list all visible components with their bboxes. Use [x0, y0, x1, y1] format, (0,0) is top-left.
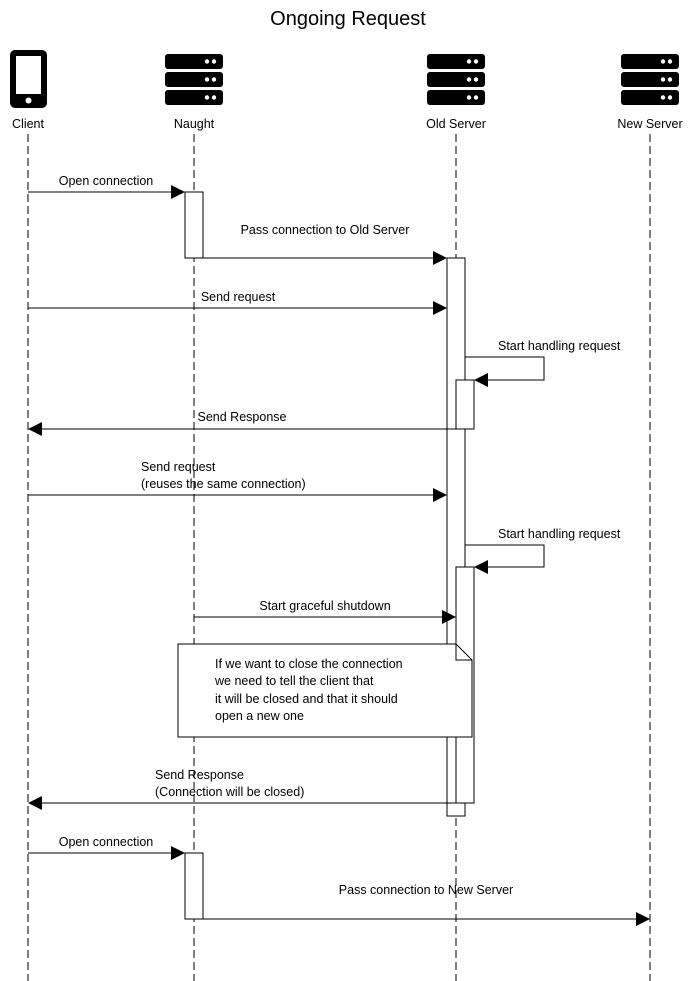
message-label: (Connection will be closed): [155, 785, 304, 799]
note-text-line: If we want to close the connection: [215, 657, 403, 671]
server-icon: [165, 54, 223, 105]
message-label: (reuses the same connection): [141, 477, 306, 491]
message-label: Send Response: [198, 410, 287, 424]
note-text-line: it will be closed and that it should: [215, 692, 398, 706]
message-label: Start graceful shutdown: [259, 599, 390, 613]
diagram-title: Ongoing Request: [270, 8, 426, 30]
arrowhead: [474, 560, 488, 574]
message-label: Start handling request: [498, 527, 621, 541]
participant-label-naught: Naught: [174, 117, 215, 131]
message-line: [465, 356, 545, 381]
arrowhead: [433, 301, 447, 315]
participant-label-new-server: New Server: [617, 117, 682, 131]
arrowhead: [171, 185, 185, 199]
participant-label-old-server: Old Server: [426, 117, 486, 131]
smartphone-icon: [10, 50, 47, 108]
arrowhead: [171, 846, 185, 860]
message-label: Open connection: [59, 174, 154, 188]
message-label: Pass connection to New Server: [339, 883, 513, 897]
arrowhead: [442, 610, 456, 624]
message-label: Start handling request: [498, 339, 621, 353]
message-label: Pass connection to Old Server: [241, 223, 410, 237]
arrowhead: [433, 251, 447, 265]
note: If we want to close the connection we ne…: [177, 643, 473, 738]
message-label: Send request: [201, 290, 276, 304]
activation-old-server-handle-1: [455, 379, 475, 430]
note-text-line: we need to tell the client that: [214, 674, 374, 688]
message-label: Send Response: [155, 768, 244, 782]
arrowhead: [28, 796, 42, 810]
activation-naught-2: [184, 852, 204, 920]
participant-label-client: Client: [12, 117, 44, 131]
server-icon: [427, 54, 485, 105]
arrowhead: [433, 488, 447, 502]
server-icon: [621, 54, 679, 105]
arrowhead: [636, 912, 650, 926]
message-label: Open connection: [59, 835, 154, 849]
message-line: [465, 544, 545, 568]
arrowhead: [474, 373, 488, 387]
message-label: Send request: [141, 460, 216, 474]
note-text-line: open a new one: [215, 709, 304, 723]
activation-naught-1: [184, 191, 204, 259]
arrowhead: [28, 422, 42, 436]
